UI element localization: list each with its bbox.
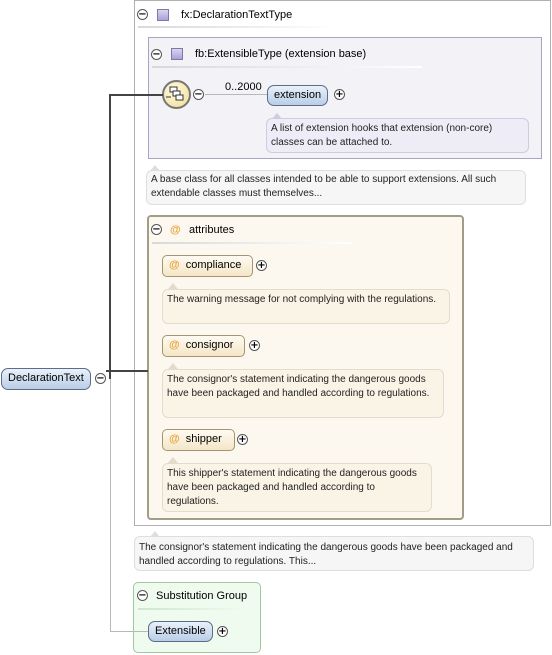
main-connector-top	[109, 94, 163, 96]
shipper-expand-button[interactable]: +	[237, 434, 248, 445]
element-doc-pointer	[150, 531, 160, 537]
extension-cardinality: 0..2000	[225, 81, 262, 93]
extension-doc-pointer	[272, 113, 282, 119]
attributes-separator	[152, 242, 352, 244]
sequence-glyph-icon	[166, 86, 184, 101]
substitution-member-extensible[interactable]: Extensible	[148, 621, 213, 642]
substitution-separator	[138, 608, 248, 610]
extension-expand-button[interactable]: +	[334, 89, 345, 100]
compliance-doc-pointer	[168, 283, 178, 289]
cardinality-connector	[205, 94, 267, 95]
attribute-at-icon: @	[169, 259, 180, 271]
attribute-compliance[interactable]: @ compliance	[162, 255, 253, 277]
attribute-shipper[interactable]: @ shipper	[162, 429, 235, 451]
consignor-doc: The consignor's statement indicating the…	[162, 369, 444, 418]
compliance-doc: The warning message for not complying wi…	[162, 289, 450, 324]
attribute-consignor[interactable]: @ consignor	[162, 335, 245, 357]
attribute-at-icon: @	[169, 339, 180, 351]
attributes-title: attributes	[189, 224, 235, 236]
substitution-collapse-button[interactable]: −	[137, 590, 148, 601]
consignor-expand-button[interactable]: +	[249, 340, 260, 351]
type-doc-pointer	[150, 165, 160, 171]
main-connector-mid	[106, 370, 148, 372]
base-separator	[152, 66, 422, 68]
attribute-name: compliance	[185, 259, 242, 271]
extensible-expand-button[interactable]: +	[217, 626, 228, 637]
root-collapse-button[interactable]: −	[95, 373, 106, 384]
base-type-icon	[171, 48, 183, 60]
type-title: fx:DeclarationTextType	[181, 9, 293, 21]
attributes-at-icon: @	[170, 224, 181, 236]
substitution-title: Substitution Group	[156, 590, 248, 602]
base-collapse-button[interactable]: −	[151, 49, 162, 60]
complex-type-icon	[157, 9, 169, 21]
attribute-at-icon: @	[169, 433, 180, 445]
extension-doc: A list of extension hooks that extension…	[266, 118, 529, 153]
root-element[interactable]: DeclarationText	[1, 368, 91, 390]
sequence-compositor-icon[interactable]	[162, 80, 191, 109]
consignor-doc-pointer	[168, 363, 178, 369]
extension-element[interactable]: extension	[267, 85, 329, 106]
type-collapse-button[interactable]: −	[137, 9, 148, 20]
attributes-collapse-button[interactable]: −	[151, 224, 162, 235]
base-title: fb:ExtensibleType (extension base)	[195, 48, 367, 60]
substitution-connector-horizontal	[110, 631, 148, 632]
type-separator	[138, 26, 338, 28]
sequence-collapse-button[interactable]: −	[193, 89, 204, 100]
substitution-connector-vertical	[110, 379, 111, 632]
main-connector-vertical	[109, 94, 111, 379]
attribute-name: consignor	[185, 339, 234, 351]
shipper-doc: This shipper's statement indicating the …	[162, 463, 432, 512]
shipper-doc-pointer	[168, 457, 178, 463]
attribute-name: shipper	[185, 433, 222, 445]
element-doc: The consignor's statement indicating the…	[134, 536, 534, 571]
compliance-expand-button[interactable]: +	[256, 260, 267, 271]
type-doc: A base class for all classes intended to…	[146, 170, 526, 205]
